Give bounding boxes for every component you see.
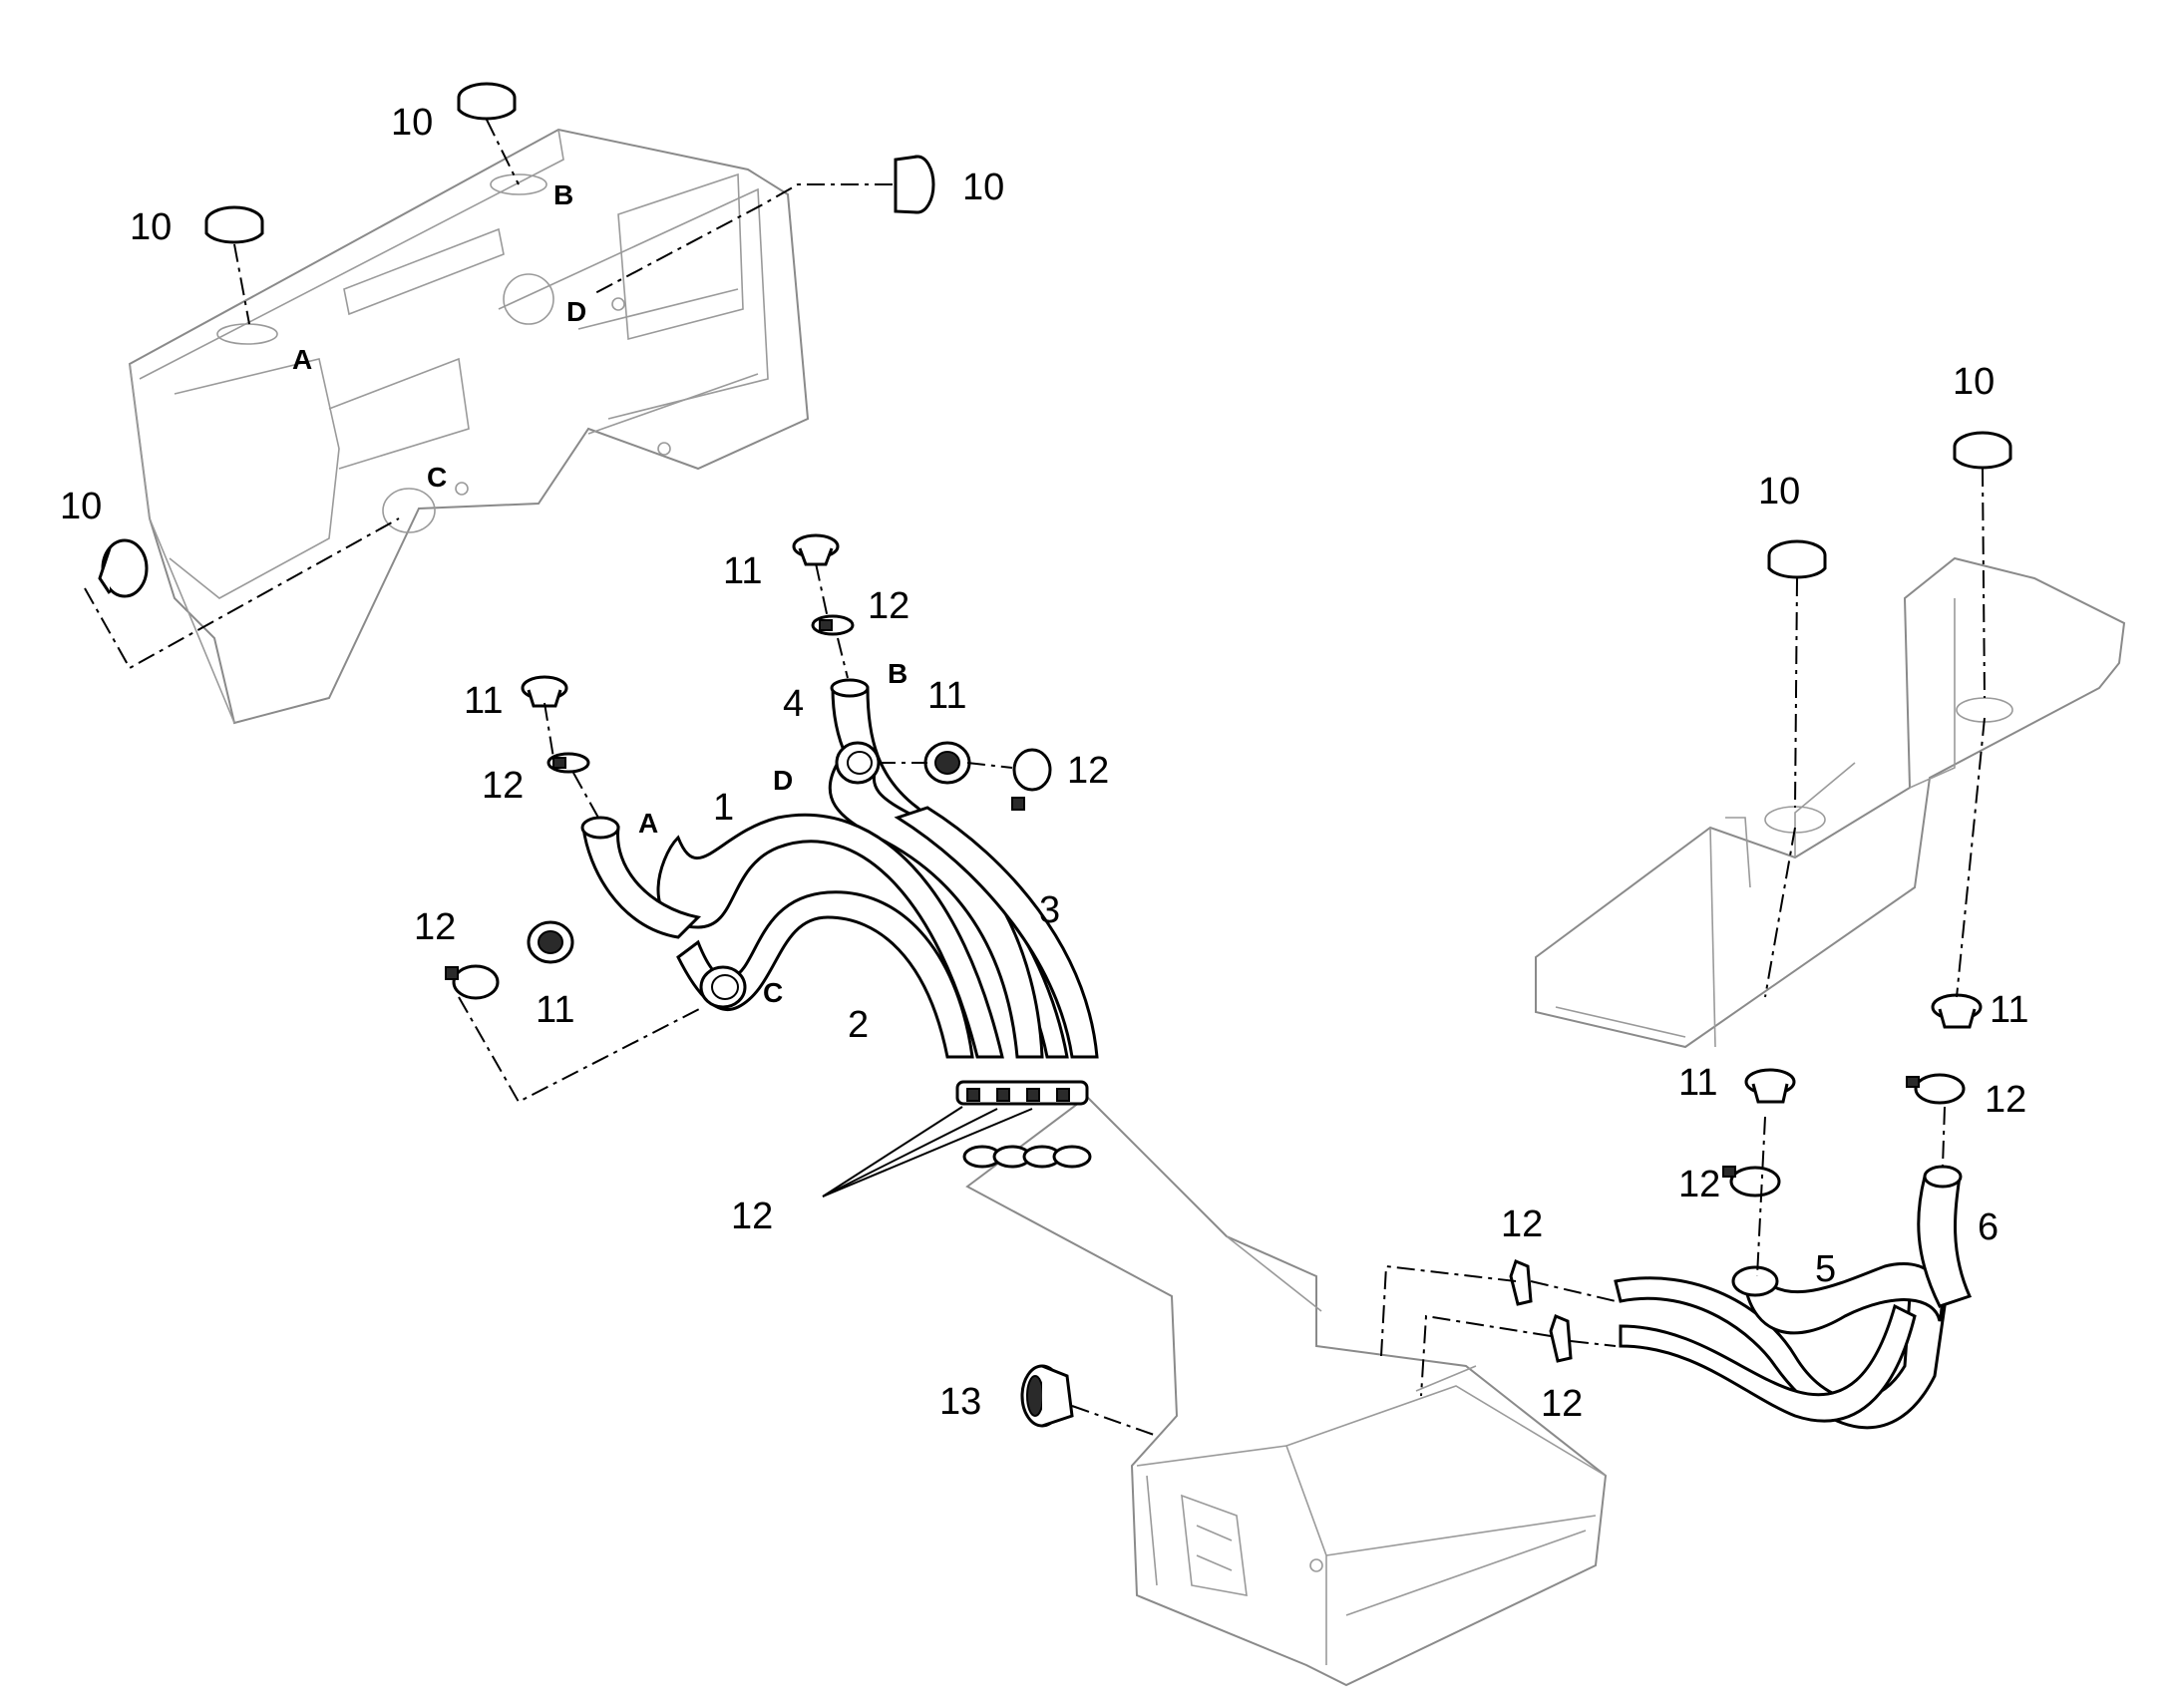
letter-d-dash: D [566, 296, 586, 327]
callout-4: 4 [783, 683, 804, 725]
clamp-12-b [811, 614, 855, 636]
callout-10-far-left: 10 [60, 486, 102, 527]
callout-12-c: 12 [414, 906, 456, 948]
letter-b-hose: B [888, 658, 908, 689]
callout-10-rc-2: 10 [1953, 361, 1995, 403]
callout-2: 2 [848, 1004, 869, 1046]
vent-10-far-left [98, 538, 149, 598]
callout-11-rc-1: 11 [1990, 989, 2028, 1031]
callout-12-mid-1: 12 [1501, 1203, 1543, 1245]
grommet-11-b [792, 533, 840, 566]
clamp-12-mid-2 [1549, 1313, 1573, 1363]
clamp-12-mid-1 [1509, 1258, 1533, 1306]
letter-b-dash: B [553, 179, 573, 210]
callout-12-b: 12 [868, 585, 909, 627]
callout-12-a: 12 [482, 765, 524, 807]
vent-10-rc-1 [1767, 539, 1827, 579]
vent-10-rc-2 [1953, 431, 2012, 470]
callout-12-mid-2: 12 [1541, 1383, 1583, 1425]
callout-12-group: 12 [731, 1196, 773, 1237]
callout-10-right: 10 [962, 167, 1004, 208]
callout-11-a: 11 [464, 680, 503, 722]
vent-10-right [894, 155, 935, 214]
clamp-12-c [445, 964, 500, 1000]
grommet-11-rc-1 [1931, 993, 1983, 1029]
callout-12-rc-2: 12 [1678, 1164, 1720, 1205]
callout-11-rc-2: 11 [1678, 1062, 1717, 1104]
connection-letters: A B C D A B C D [292, 179, 908, 1008]
letter-a-dash: A [292, 344, 312, 375]
callout-10-left: 10 [130, 206, 172, 248]
grommet-11-d [923, 741, 971, 785]
callout-1: 1 [713, 787, 734, 829]
clamp-12-rc-1 [1906, 1073, 1966, 1105]
vent-10-left [204, 205, 264, 244]
callout-13: 13 [939, 1381, 981, 1423]
callout-11-c: 11 [536, 989, 574, 1031]
callout-labels: 10 10 10 10 10 10 11 12 11 12 4 11 12 1 … [60, 102, 2028, 1425]
letter-d-hose: D [773, 765, 793, 796]
vent-10-top [457, 82, 517, 121]
leader-lines [84, 119, 1986, 1437]
callout-12-rc-1: 12 [1985, 1079, 2026, 1121]
callout-6: 6 [1978, 1206, 1998, 1248]
connector-13 [1020, 1364, 1074, 1428]
callout-12-d: 12 [1067, 750, 1109, 792]
letter-c-hose: C [763, 977, 783, 1008]
clamp-12-a [546, 752, 590, 774]
grommet-11-rc-2 [1744, 1068, 1796, 1104]
clamp-12-rc-2 [1722, 1166, 1781, 1197]
callout-10-top: 10 [391, 102, 433, 144]
letter-a-hose: A [638, 808, 658, 839]
callout-11-b: 11 [723, 550, 762, 592]
clamp-12-d [1011, 748, 1052, 811]
grommet-11-a [521, 675, 568, 708]
callout-3: 3 [1039, 889, 1060, 931]
grommet-11-c [527, 920, 574, 964]
right-console-panel [1535, 556, 2126, 1049]
letter-c-dash: C [427, 462, 447, 493]
hoses [580, 678, 1973, 1430]
callout-10-rc-1: 10 [1758, 471, 1800, 512]
heater-blower-unit [965, 1095, 1608, 1687]
callout-11-d: 11 [927, 675, 966, 717]
callout-5: 5 [1815, 1248, 1836, 1290]
